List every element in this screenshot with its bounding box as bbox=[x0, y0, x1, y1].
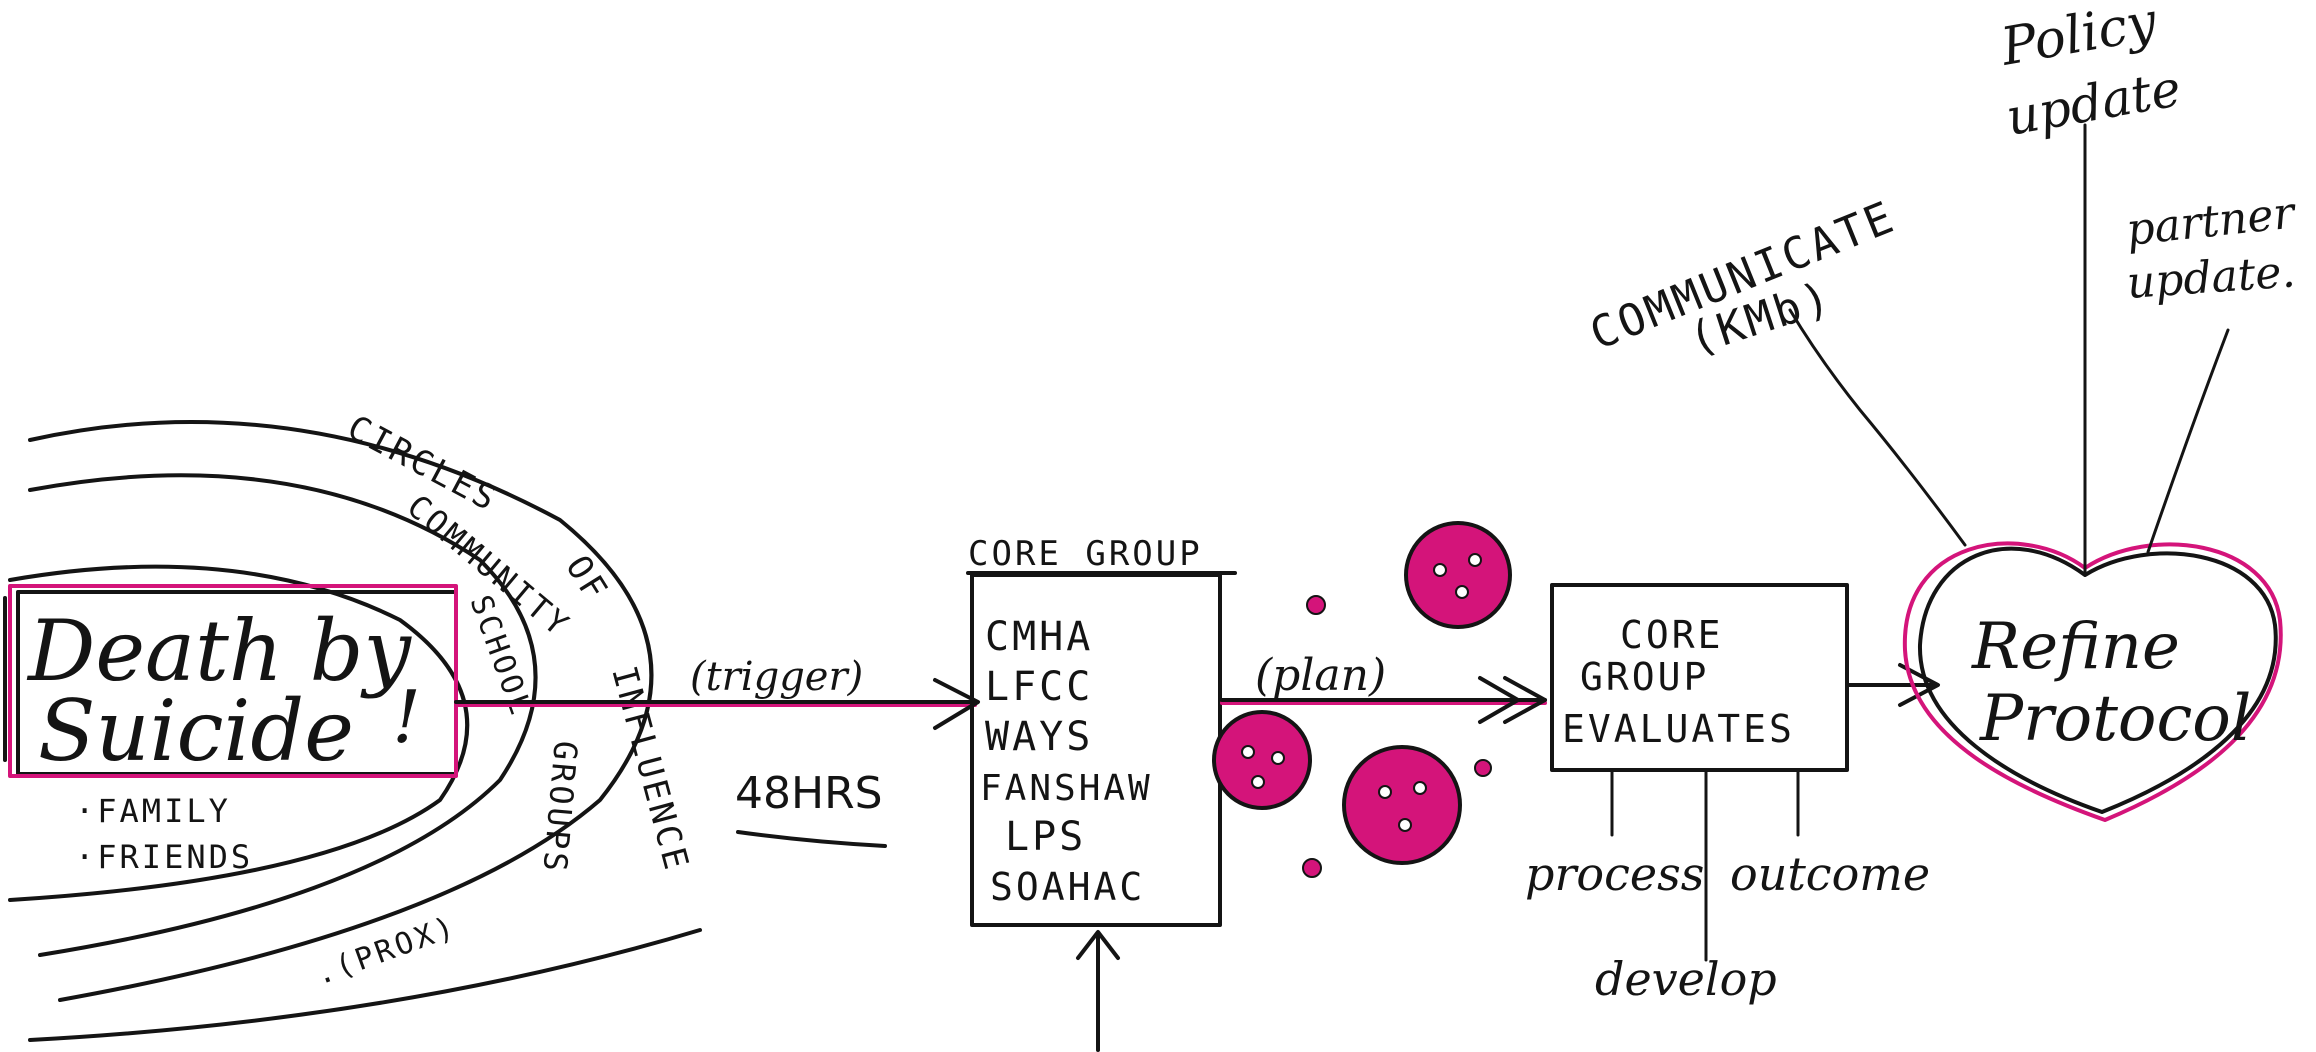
bullet-family: ·FAMILY bbox=[75, 792, 231, 830]
core-member-5: LPS bbox=[1005, 814, 1086, 860]
partner-label-line2: update. bbox=[2125, 246, 2297, 309]
core-group-box: CORE GROUP CMHA LFCC WAYS FANSHAW LPS SO… bbox=[968, 534, 1235, 925]
blob-3 bbox=[1344, 747, 1460, 863]
core-group-title: CORE GROUP bbox=[968, 534, 1203, 574]
eval-develop-label: develop bbox=[1595, 952, 1777, 1006]
core-member-3: WAYS bbox=[985, 714, 1093, 760]
blob-1-dot-a bbox=[1434, 564, 1446, 576]
evaluates-box: CORE GROUP EVALUATES bbox=[1552, 585, 1847, 770]
evaluates-line3: EVALUATES bbox=[1562, 707, 1795, 751]
heart-label-line2: Protocol bbox=[1979, 682, 2251, 756]
plan-label: (plan) bbox=[1255, 650, 1386, 701]
eval-process-label: process bbox=[1525, 847, 1704, 901]
time-label: 48HRS bbox=[735, 768, 883, 819]
small-dot-3 bbox=[1303, 859, 1321, 877]
core-member-1: CMHA bbox=[985, 614, 1093, 660]
blob-2 bbox=[1214, 712, 1310, 808]
partner-label-line1: partner bbox=[2124, 187, 2300, 256]
label-influence: INFLUENCE bbox=[603, 662, 696, 876]
eval-outcome-label: outcome bbox=[1730, 847, 1930, 901]
small-dot-1 bbox=[1307, 596, 1325, 614]
blob-1-dot-c bbox=[1456, 586, 1468, 598]
refine-heart: Refine Protocol bbox=[1905, 543, 2281, 820]
blob-2-dot-a bbox=[1242, 746, 1254, 758]
core-member-2: LFCC bbox=[985, 664, 1093, 710]
blob-2-dot-c bbox=[1252, 776, 1264, 788]
death-box-exclamation: ! bbox=[392, 675, 421, 759]
blob-1 bbox=[1406, 523, 1510, 627]
label-prox: .(PROX) bbox=[311, 909, 462, 992]
core-member-6: SOAHAC bbox=[990, 865, 1145, 909]
death-by-suicide-box: Death by Suicide ! bbox=[5, 586, 456, 780]
evaluates-line2: GROUP bbox=[1580, 655, 1709, 699]
death-box-line2: Suicide bbox=[38, 682, 354, 780]
partner-connector bbox=[2148, 330, 2228, 552]
label-of: OF bbox=[557, 549, 616, 610]
blob-3-dot-a bbox=[1379, 786, 1391, 798]
core-member-4: FANSHAW bbox=[980, 768, 1153, 809]
time-underline bbox=[738, 832, 885, 846]
heart-label-line1: Refine bbox=[1971, 610, 2180, 684]
blob-3-dot-c bbox=[1399, 819, 1411, 831]
blob-3-dot-b bbox=[1414, 782, 1426, 794]
blob-2-dot-b bbox=[1272, 752, 1284, 764]
small-dot-2 bbox=[1475, 760, 1491, 776]
bullet-friends: ·FRIENDS bbox=[75, 838, 253, 876]
blob-1-dot-b bbox=[1469, 554, 1481, 566]
evaluates-line1: CORE bbox=[1620, 613, 1724, 657]
communicate-connector bbox=[1790, 310, 1965, 545]
trigger-label: (trigger) bbox=[690, 654, 863, 700]
label-groups: GROUPS bbox=[535, 739, 584, 875]
